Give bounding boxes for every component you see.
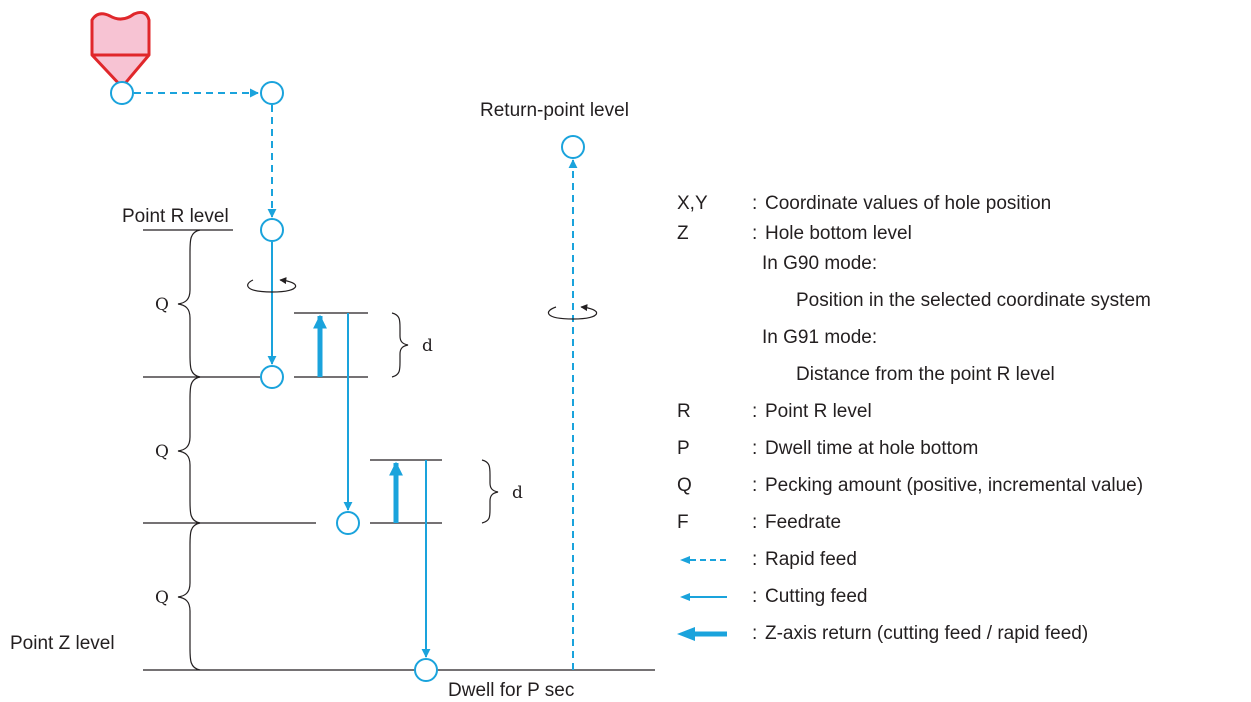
point-r-point xyxy=(260,218,284,242)
legend-colon: : xyxy=(752,438,758,459)
return-point xyxy=(561,135,585,159)
legend-colon: : xyxy=(752,512,758,533)
position-circles xyxy=(110,81,585,682)
legend-colon: : xyxy=(752,223,758,244)
legend-g90-mode: In G90 mode: xyxy=(762,253,878,274)
legend-symbol: P xyxy=(677,438,690,459)
point-z-level-label: Point Z level xyxy=(10,633,115,654)
level-lines xyxy=(143,229,655,671)
legend-desc: Feedrate xyxy=(765,512,842,533)
q-brace-2 xyxy=(177,376,201,524)
q-brace-1 xyxy=(177,229,201,378)
dashed-arrow-icon xyxy=(680,556,727,564)
rotation-icon-1 xyxy=(247,277,297,293)
rapid-feed-paths xyxy=(134,88,578,670)
start-point xyxy=(110,81,134,105)
xy-position-point xyxy=(260,81,284,105)
legend-colon: : xyxy=(752,586,758,607)
dwell-label: Dwell for P sec xyxy=(448,680,574,701)
return-point-level-label: Return-point level xyxy=(480,100,629,121)
legend-symbol: Q xyxy=(677,475,692,496)
q-label-1: Q xyxy=(155,295,169,315)
legend-desc: Cutting feed xyxy=(765,586,868,607)
peck-2-point xyxy=(336,511,360,535)
legend-desc: Hole bottom level xyxy=(765,223,912,244)
legend-desc: Coordinate values of hole position xyxy=(765,193,1052,214)
q-brace-3 xyxy=(177,522,201,671)
q-label-2: Q xyxy=(155,442,169,462)
peck-1-point xyxy=(260,365,284,389)
legend-desc: Rapid feed xyxy=(765,549,857,570)
legend-desc: Pecking amount (positive, incremental va… xyxy=(765,475,1144,496)
q-label-3: Q xyxy=(155,588,169,608)
legend-colon: : xyxy=(752,623,758,644)
q-braces xyxy=(177,229,499,671)
legend-symbol: X,Y xyxy=(677,193,708,214)
legend-symbol: Z xyxy=(677,223,689,244)
thin-arrow-icon xyxy=(680,593,727,601)
rotation-icon-2 xyxy=(547,304,598,320)
legend-g91-mode: In G91 mode: xyxy=(762,327,878,348)
legend-desc: Point R level xyxy=(765,401,872,422)
d-label-1: d xyxy=(422,336,433,356)
legend-desc: Dwell time at hole bottom xyxy=(765,438,979,459)
legend-g91-desc: Distance from the point R level xyxy=(796,364,1055,385)
d-brace-1 xyxy=(391,312,409,378)
cutting-feed-paths xyxy=(267,242,431,658)
drill-tool-icon xyxy=(90,11,151,89)
legend-colon: : xyxy=(752,475,758,496)
thick-arrow-icon xyxy=(677,627,727,641)
point-r-level-label: Point R level xyxy=(122,206,229,227)
z-return-arrows xyxy=(313,314,403,523)
d-label-2: d xyxy=(512,483,523,503)
legend-colon: : xyxy=(752,193,758,214)
legend-colon: : xyxy=(752,549,758,570)
legend-symbol: R xyxy=(677,401,691,422)
legend-colon: : xyxy=(752,401,758,422)
legend-desc: Z-axis return (cutting feed / rapid feed… xyxy=(765,623,1089,644)
point-z-point xyxy=(414,658,438,682)
legend-symbol: F xyxy=(677,512,689,533)
legend-g90-desc: Position in the selected coordinate syst… xyxy=(796,290,1151,311)
d-brace-2 xyxy=(481,459,499,524)
